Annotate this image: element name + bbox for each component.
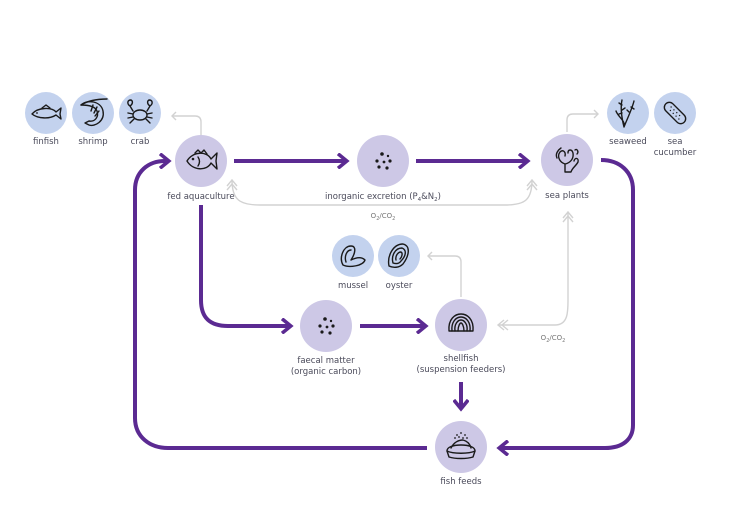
particles-icon xyxy=(318,317,335,335)
node-fed-aquaculture: fed aquaculture xyxy=(167,135,235,202)
gas-arrowhead-left xyxy=(226,178,238,191)
label-seaweed: seaweed xyxy=(609,137,647,147)
link-seaplants-to-seaweed xyxy=(566,113,598,132)
crab-icon xyxy=(127,99,153,124)
label-sea-plants: sea plants xyxy=(545,191,589,201)
nutrient-flow-lines xyxy=(133,158,635,450)
label-oyster: oyster xyxy=(386,281,413,291)
example-shrimp: shrimp xyxy=(72,92,114,147)
mussel-icon xyxy=(340,245,366,268)
shrimp-icon xyxy=(80,98,108,127)
sea-cucumber-icon xyxy=(663,101,687,125)
link-arrowhead-oyster xyxy=(427,251,433,261)
flow-seaplants-to-feeds xyxy=(500,158,635,448)
link-fed-to-crustaceans xyxy=(172,115,202,136)
gas-line-right xyxy=(498,212,569,326)
oyster-icon xyxy=(387,243,409,269)
label-sea-cucumber-1: sea xyxy=(668,137,683,147)
coral-icon xyxy=(555,147,579,173)
label-suspension-feeders: (suspension feeders) xyxy=(417,365,506,375)
label-mussel: mussel xyxy=(338,281,368,291)
label-sea-cucumber-2: cucumber xyxy=(654,148,697,158)
example-seaweed: seaweed xyxy=(607,92,649,147)
label-inorganic-excretion: inorganic excretion (P4&N2) xyxy=(325,192,441,203)
example-crab: crab xyxy=(119,92,161,147)
gas-label-right: O2/CO2 xyxy=(541,334,566,344)
label-finfish: finfish xyxy=(33,137,59,147)
label-fed-aquaculture: fed aquaculture xyxy=(167,192,234,202)
shell-icon xyxy=(448,313,474,332)
label-fish-feeds: fish feeds xyxy=(440,477,482,487)
link-arrowhead-crab xyxy=(171,111,177,121)
label-shrimp: shrimp xyxy=(78,137,107,147)
example-oyster: oyster xyxy=(378,235,420,291)
node-fish-feeds: fish feeds xyxy=(435,421,487,487)
link-arrowhead-seaweed xyxy=(593,109,599,119)
example-mussel: mussel xyxy=(332,235,374,291)
flow-fed-to-faecal xyxy=(199,205,290,326)
gas-line-top xyxy=(231,179,533,206)
link-shellfish-to-oyster xyxy=(428,255,462,297)
label-organic-carbon: (organic carbon) xyxy=(291,367,361,377)
label-shellfish: shellfish xyxy=(444,354,479,364)
flow-feeds-to-fed xyxy=(133,161,427,450)
gas-arrowhead-seaplants xyxy=(562,210,574,223)
example-finfish: finfish xyxy=(25,92,67,147)
gas-arrowhead-shellfish xyxy=(496,319,509,331)
gas-arrowhead-right xyxy=(526,178,538,191)
node-sea-plants: sea plants xyxy=(541,134,593,201)
gas-label-top: O2/CO2 xyxy=(371,212,396,222)
finfish-icon xyxy=(31,104,62,120)
node-faecal-matter: faecal matter (organic carbon) xyxy=(291,300,361,377)
label-faecal-matter: faecal matter xyxy=(297,356,355,366)
node-shellfish: shellfish (suspension feeders) xyxy=(417,299,506,375)
label-crab: crab xyxy=(131,137,150,147)
particles-icon xyxy=(375,152,392,170)
gas-exchange-lines xyxy=(171,109,599,331)
seaweed-icon xyxy=(615,99,635,128)
feed-bowl-icon xyxy=(446,432,476,460)
fish-icon xyxy=(186,149,218,170)
node-inorganic-excretion: inorganic excretion (P4&N2) xyxy=(325,135,441,203)
example-sea-cucumber: sea cucumber xyxy=(654,92,697,158)
